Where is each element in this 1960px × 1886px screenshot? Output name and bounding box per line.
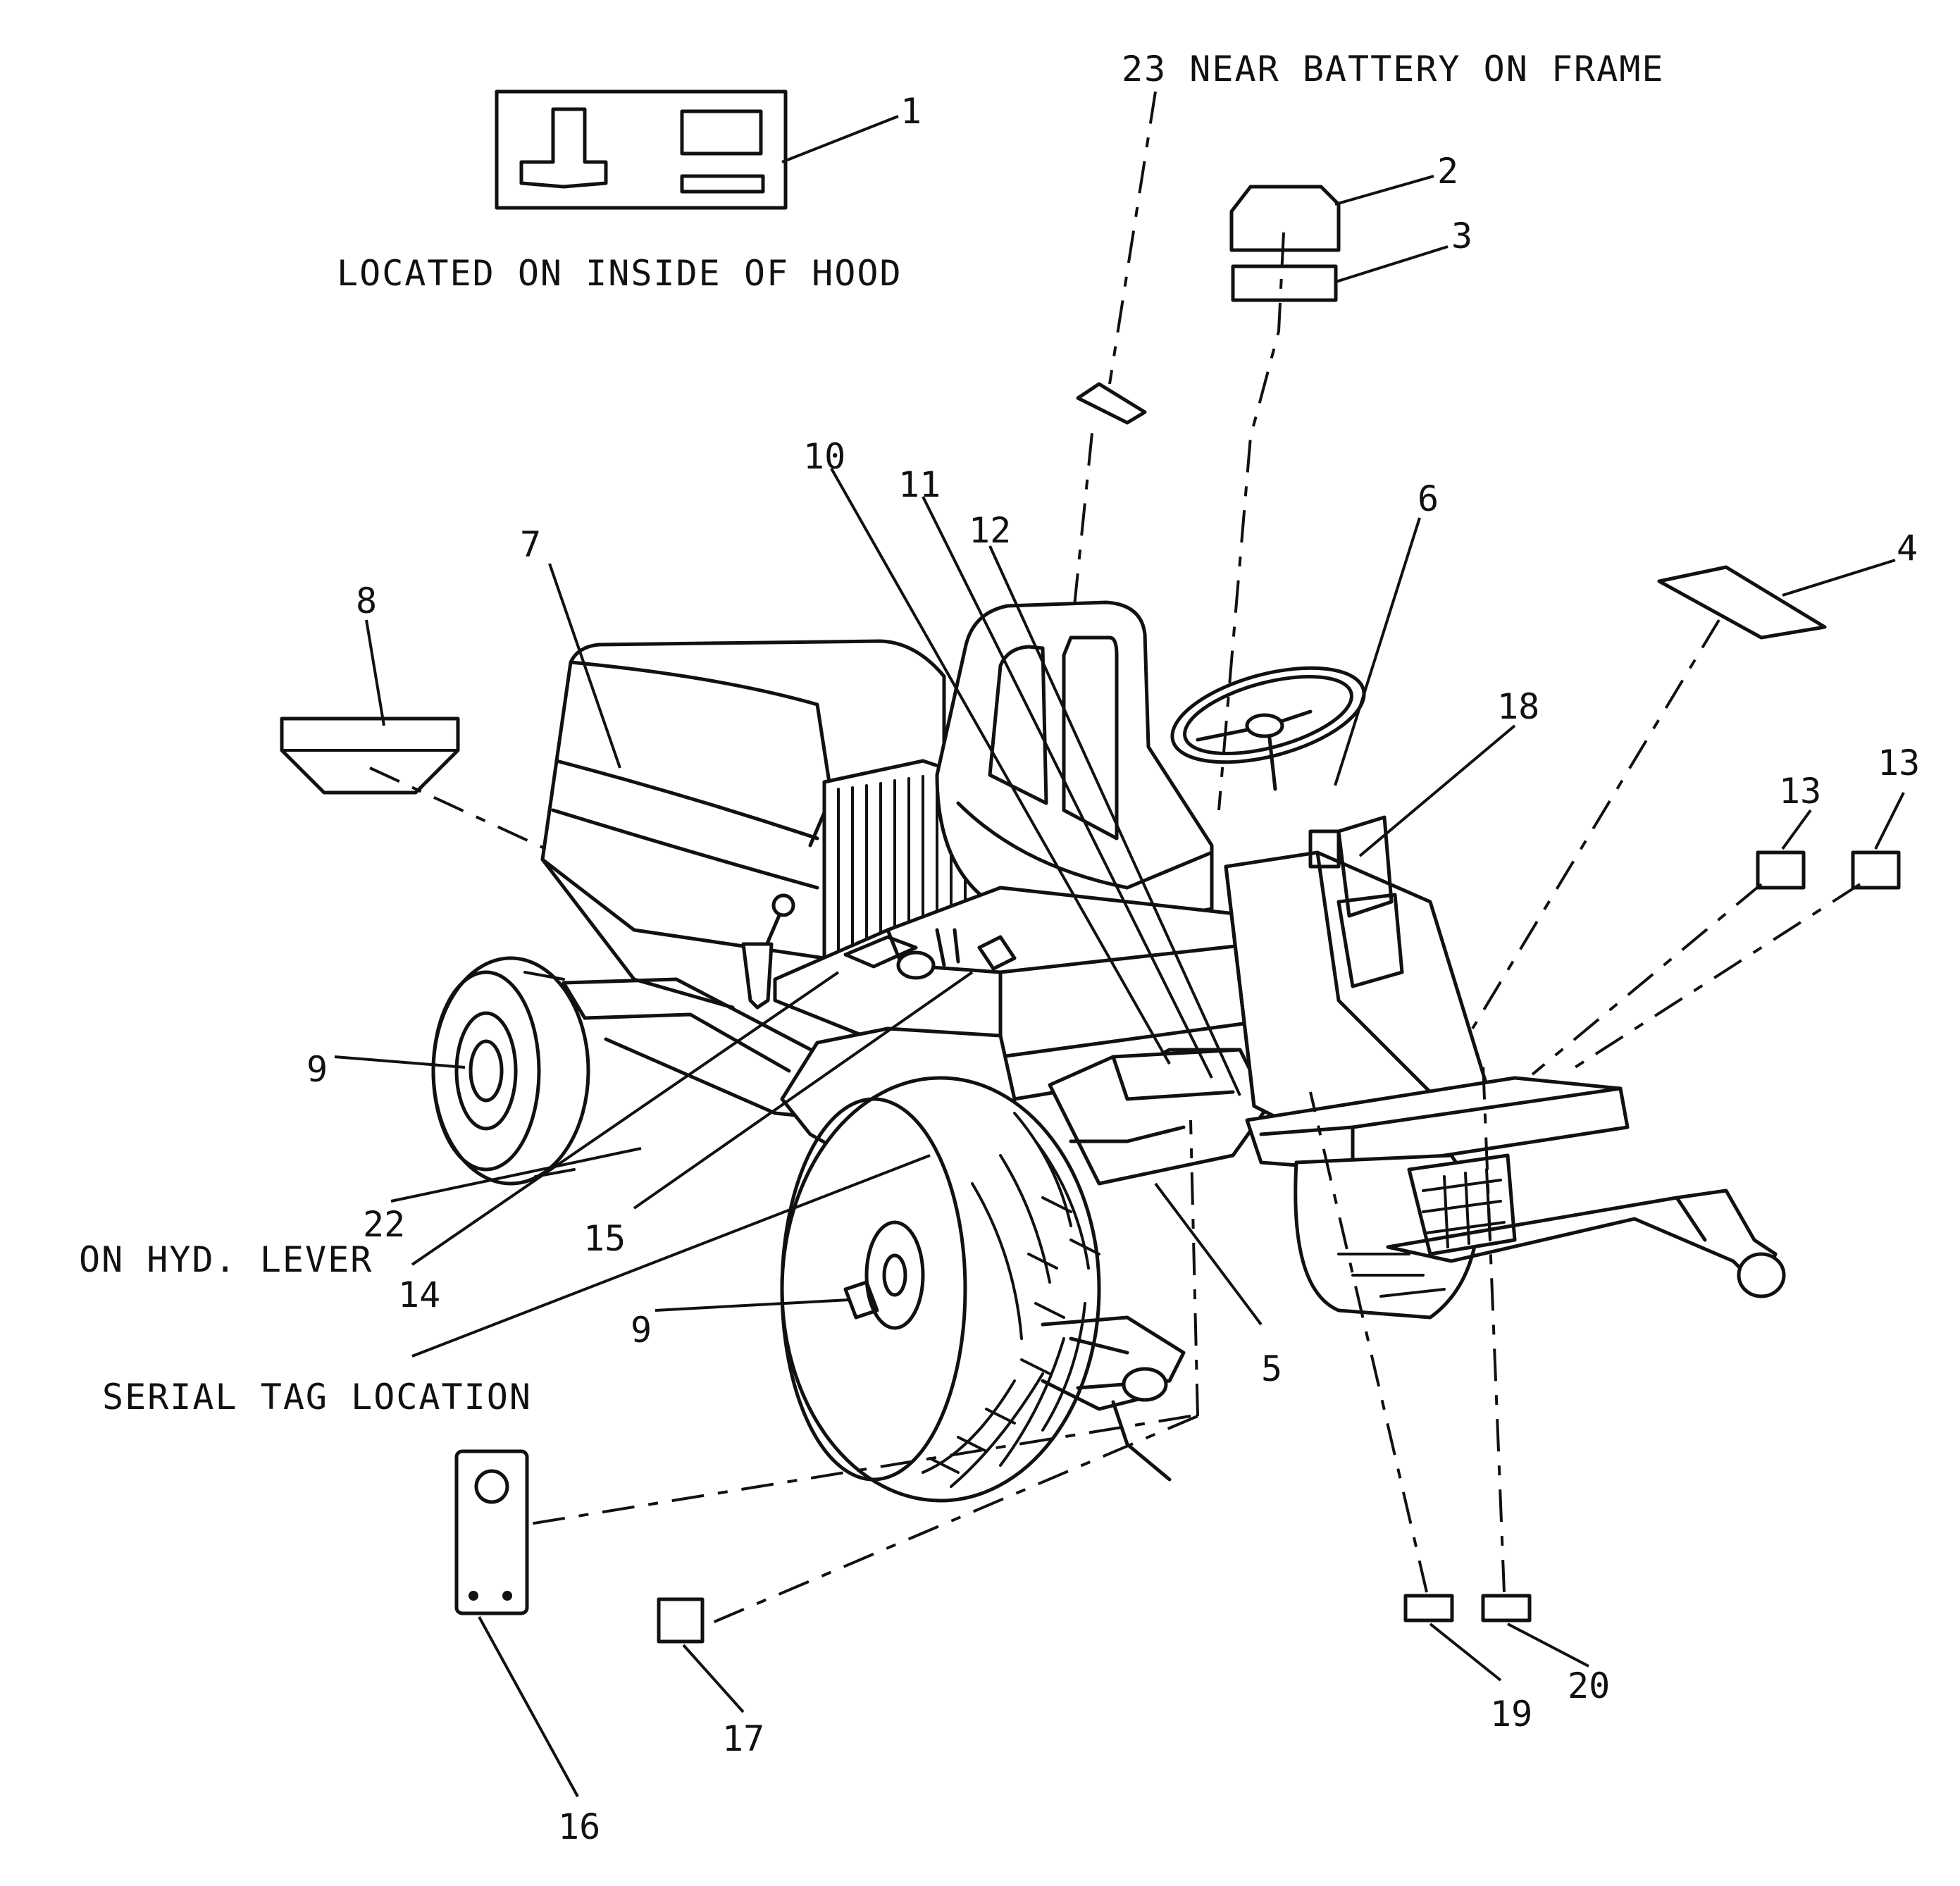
decal-16 (454, 1449, 529, 1615)
leader-serial (411, 1154, 931, 1358)
dashline-17 (700, 1415, 1198, 1629)
dashline-4 (1471, 619, 1720, 1030)
leader-16 (478, 1616, 579, 1797)
decal-18-marker (1336, 815, 1394, 918)
caption-serial-tag: SERIAL TAG LOCATION (102, 1377, 532, 1417)
dashline-2-3 (1217, 232, 1285, 811)
callout-9a: 9 (306, 1049, 328, 1090)
decal-17 (657, 1597, 705, 1644)
dashline-23 (1073, 91, 1157, 607)
leader-18 (1358, 724, 1516, 857)
decal-1 (495, 89, 788, 210)
dashline-13b (1563, 883, 1861, 1076)
callout-14: 14 (398, 1274, 440, 1315)
leader-4 (1782, 559, 1896, 597)
leader-1 (781, 115, 899, 163)
callout-17: 17 (722, 1718, 764, 1759)
callout-19: 19 (1490, 1694, 1532, 1735)
leader-11 (922, 496, 1213, 1079)
callout-2: 2 (1437, 151, 1458, 192)
leader-3 (1335, 245, 1449, 283)
leader-5 (1154, 1182, 1263, 1326)
caption-battery: 23 NEAR BATTERY ON FRAME (1122, 49, 1664, 89)
callout-18: 18 (1497, 686, 1539, 727)
dashline-19 (1309, 1091, 1428, 1593)
leader-2 (1334, 175, 1434, 206)
leader-15 (633, 971, 974, 1210)
leader-13b (1874, 792, 1905, 850)
callout-15: 15 (583, 1218, 626, 1259)
callout-3: 3 (1451, 216, 1472, 256)
mower-illustration (431, 600, 1786, 1503)
callout-12: 12 (969, 510, 1011, 551)
decal-23 (1076, 382, 1147, 425)
dashline-13a (1531, 883, 1763, 1076)
leader-20 (1507, 1623, 1589, 1668)
callout-4: 4 (1897, 528, 1918, 569)
callout-20: 20 (1568, 1665, 1610, 1706)
callout-13a: 13 (1779, 771, 1821, 812)
caption-hyd-lever: ON HYD. LEVER (79, 1239, 373, 1280)
leader-6 (1334, 517, 1421, 786)
dashline-16 (521, 1415, 1191, 1527)
decal-8 (280, 716, 460, 795)
dashline-20 (1482, 1063, 1506, 1593)
callout-8: 8 (356, 581, 377, 621)
callout-16: 16 (558, 1806, 600, 1847)
leader-12 (988, 545, 1241, 1096)
callout-11: 11 (898, 464, 941, 505)
leader-10 (830, 468, 1171, 1065)
leader-14 (411, 971, 840, 1266)
leader-22 (390, 1147, 642, 1203)
dashline-16-17-vert (1189, 1119, 1199, 1417)
leader-7 (548, 563, 621, 769)
decal-13b (1851, 850, 1901, 890)
decal-19 (1403, 1594, 1454, 1623)
callout-13b: 13 (1878, 743, 1920, 783)
callout-22: 22 (363, 1204, 405, 1245)
leader-13a (1781, 809, 1812, 850)
decal-2 (1229, 185, 1341, 252)
callout-10: 10 (803, 436, 845, 477)
callout-7: 7 (520, 524, 541, 565)
leader-9a (334, 1055, 466, 1069)
decal-4 (1657, 565, 1827, 640)
leader-8 (365, 619, 385, 726)
decal-20 (1481, 1594, 1532, 1623)
callout-6: 6 (1418, 478, 1439, 519)
decal-3 (1231, 264, 1338, 302)
dashline-8 (369, 767, 547, 850)
leader-9b (655, 1298, 850, 1312)
callout-5: 5 (1261, 1348, 1282, 1389)
callout-1: 1 (900, 91, 922, 132)
callout-9b: 9 (631, 1310, 652, 1351)
leader-17 (682, 1644, 745, 1713)
leader-19 (1429, 1623, 1502, 1682)
decal-13a (1756, 850, 1806, 890)
caption-hood: LOCATED ON INSIDE OF HOOD (337, 253, 903, 294)
